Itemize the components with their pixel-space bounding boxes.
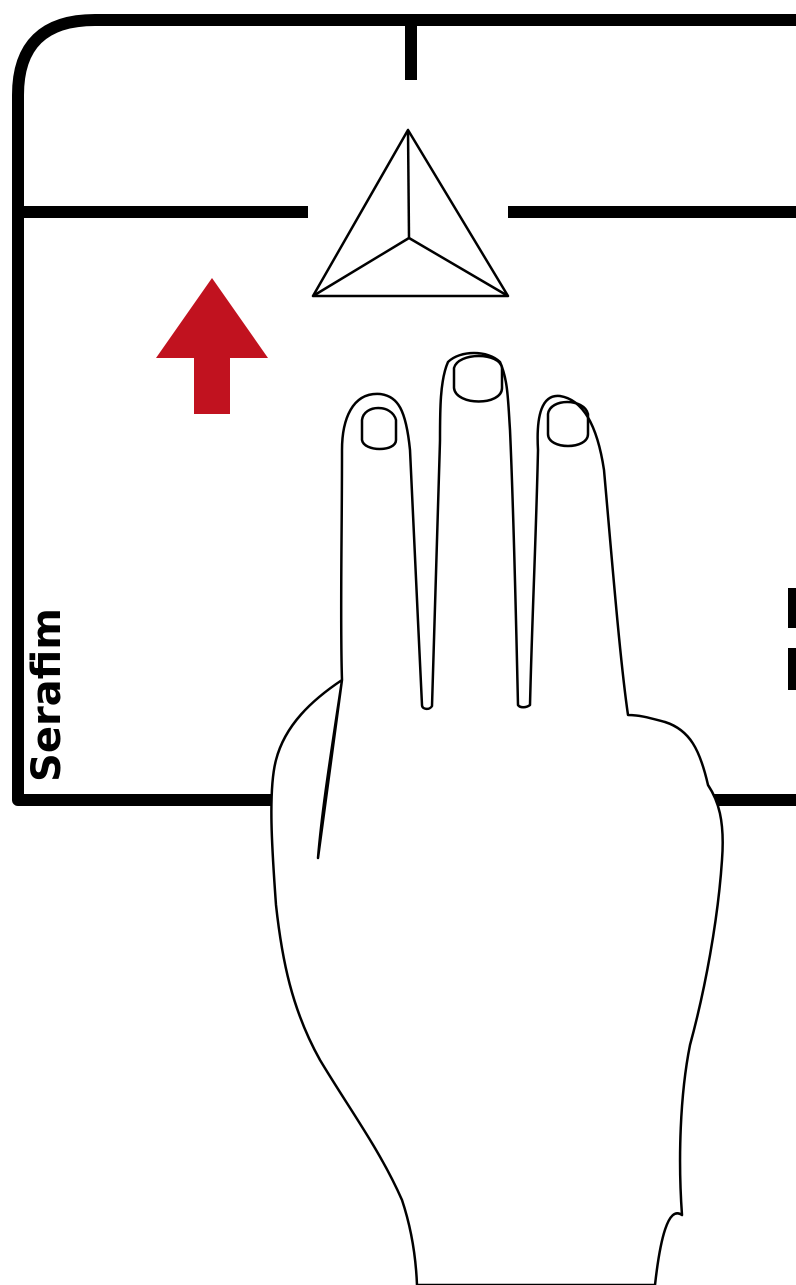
brand-label: Serafim: [10, 600, 84, 790]
three-finger-hand-icon: [271, 353, 722, 1285]
triangle-pyramid-icon: [313, 130, 508, 296]
brand-text: Serafim: [24, 608, 70, 782]
up-arrow-icon: [156, 278, 268, 414]
hand-body: [271, 353, 722, 1285]
